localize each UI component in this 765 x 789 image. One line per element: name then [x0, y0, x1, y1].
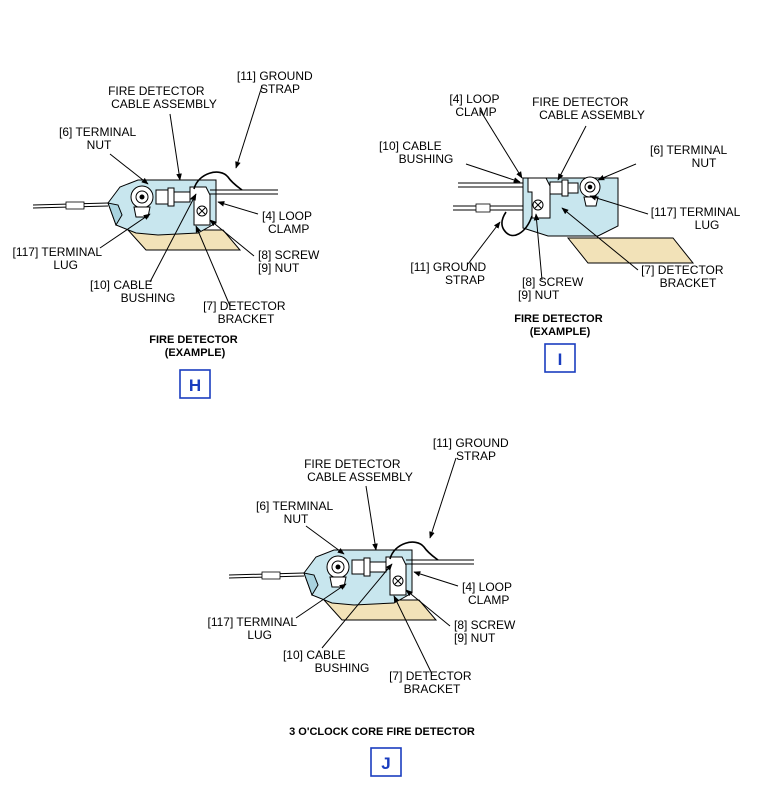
- label-loop-clamp-j-l1: [4] LOOP: [462, 580, 512, 594]
- label-detector-bracket-j: [7] DETECTOR BRACKET: [389, 669, 475, 696]
- label-loop-clamp-h-l1: [4] LOOP: [262, 209, 312, 223]
- label-cable-assembly-j-l1: FIRE DETECTOR: [304, 457, 401, 471]
- label-terminal-nut-j-l2: NUT: [284, 512, 309, 526]
- label-screw-nut-h-l1: [8] SCREW: [258, 248, 320, 262]
- label-cable-bushing-h-l2: BUSHING: [121, 291, 176, 305]
- view-i: [4] LOOP CLAMP FIRE DETECTOR CABLE ASSEM…: [379, 92, 744, 373]
- label-cable-assembly-i-l2: CABLE ASSEMBLY: [539, 108, 645, 122]
- label-screw-nut-h: [8] SCREW [9] NUT: [258, 248, 323, 275]
- label-terminal-lug-j: [117] TERMINAL LUG: [208, 615, 301, 642]
- label-terminal-lug-h: [117] TERMINAL LUG: [13, 245, 106, 272]
- detector-assembly-drawing-h: [32, 171, 279, 251]
- label-terminal-nut-j-l1: [6] TERMINAL: [256, 499, 333, 513]
- label-screw-nut-j: [8] SCREW [9] NUT: [454, 618, 519, 645]
- label-ground-strap-h-l1: [11] GROUND: [237, 69, 313, 83]
- label-screw-nut-h-l2: [9] NUT: [258, 261, 300, 275]
- label-ground-strap-j-l2: STRAP: [456, 449, 496, 463]
- label-cable-bushing-i-l2: BUSHING: [399, 152, 454, 166]
- label-screw-nut-i-l1: [8] SCREW: [522, 275, 584, 289]
- label-loop-clamp-i-l1: [4] LOOP: [449, 92, 499, 106]
- caption-i-l2: (EXAMPLE): [530, 326, 591, 338]
- label-cable-assembly-h-l1: FIRE DETECTOR: [108, 84, 205, 98]
- label-cable-assembly-i-l1: FIRE DETECTOR: [532, 95, 629, 109]
- label-detector-bracket-i: [7] DETECTOR BRACKET: [641, 263, 727, 290]
- label-cable-bushing-j: [10] CABLE BUSHING: [283, 648, 369, 675]
- label-detector-bracket-j-l1: [7] DETECTOR: [389, 669, 472, 683]
- label-terminal-lug-j-l1: [117] TERMINAL: [208, 615, 298, 629]
- view-badge-h: H: [179, 369, 211, 399]
- label-loop-clamp-i: [4] LOOP CLAMP: [449, 92, 502, 119]
- label-cable-bushing-j-l1: [10] CABLE: [283, 648, 346, 662]
- label-terminal-nut-h-l1: [6] TERMINAL: [59, 125, 136, 139]
- label-terminal-nut-i: [6] TERMINAL NUT: [650, 143, 730, 170]
- label-ground-strap-i-l2: STRAP: [445, 273, 485, 287]
- label-ground-strap-j: [11] GROUND STRAP: [433, 436, 512, 463]
- label-cable-bushing-h: [10] CABLE BUSHING: [90, 278, 175, 305]
- view-badge-j: J: [370, 747, 402, 777]
- label-terminal-nut-i-l1: [6] TERMINAL: [650, 143, 727, 157]
- label-ground-strap-i: [11] GROUND STRAP: [410, 260, 489, 287]
- view-badge-i-letter: I: [558, 350, 563, 369]
- label-screw-nut-j-l2: [9] NUT: [454, 631, 496, 645]
- label-terminal-nut-i-l2: NUT: [692, 156, 717, 170]
- label-cable-assembly-h-l2: CABLE ASSEMBLY: [111, 97, 217, 111]
- label-loop-clamp-j: [4] LOOP CLAMP: [462, 580, 515, 607]
- label-cable-assembly-j-l2: CABLE ASSEMBLY: [307, 470, 413, 484]
- detector-assembly-drawing-j: [228, 541, 475, 621]
- label-terminal-lug-j-l2: LUG: [247, 628, 272, 642]
- label-ground-strap-h-l2: STRAP: [260, 82, 300, 96]
- label-terminal-nut-j: [6] TERMINAL NUT: [256, 499, 336, 526]
- label-terminal-lug-i-l1: [117] TERMINAL: [651, 205, 741, 219]
- label-terminal-lug-h-l2: LUG: [53, 258, 78, 272]
- label-terminal-lug-i: [117] TERMINAL LUG: [651, 205, 744, 232]
- detector-assembly-drawing-i: [452, 176, 694, 264]
- view-badge-h-letter: H: [189, 376, 201, 395]
- label-detector-bracket-h-l2: BRACKET: [218, 312, 275, 326]
- caption-i-l1: FIRE DETECTOR: [514, 313, 602, 325]
- label-cable-bushing-j-l2: BUSHING: [315, 661, 370, 675]
- label-ground-strap-h: [11] GROUND STRAP: [237, 69, 316, 96]
- label-detector-bracket-j-l2: BRACKET: [404, 682, 461, 696]
- label-cable-assembly-j: FIRE DETECTOR CABLE ASSEMBLY: [304, 457, 413, 484]
- label-loop-clamp-h-l2: CLAMP: [268, 222, 309, 236]
- label-detector-bracket-i-l2: BRACKET: [660, 276, 717, 290]
- label-terminal-lug-i-l2: LUG: [695, 218, 720, 232]
- view-badge-j-letter: J: [381, 754, 390, 773]
- view-h: [11] GROUND STRAP FIRE DETECTOR CABLE AS…: [13, 69, 323, 399]
- label-detector-bracket-h: [7] DETECTOR BRACKET: [203, 299, 289, 326]
- label-cable-assembly-i: FIRE DETECTOR CABLE ASSEMBLY: [532, 95, 645, 122]
- label-screw-nut-j-l1: [8] SCREW: [454, 618, 516, 632]
- label-ground-strap-j-l1: [11] GROUND: [433, 436, 509, 450]
- caption-h-l1: FIRE DETECTOR: [149, 334, 237, 346]
- label-terminal-nut-h-l2: NUT: [87, 138, 112, 152]
- label-loop-clamp-i-l2: CLAMP: [455, 105, 496, 119]
- caption-h: FIRE DETECTOR (EXAMPLE): [149, 334, 240, 359]
- label-loop-clamp-h: [4] LOOP CLAMP: [262, 209, 315, 236]
- label-cable-bushing-i: [10] CABLE BUSHING: [379, 139, 453, 166]
- caption-i: FIRE DETECTOR (EXAMPLE): [514, 313, 605, 338]
- label-cable-bushing-h-l1: [10] CABLE: [90, 278, 153, 292]
- caption-h-l2: (EXAMPLE): [165, 347, 226, 359]
- caption-j: 3 O'CLOCK CORE FIRE DETECTOR: [289, 726, 475, 738]
- label-cable-bushing-i-l1: [10] CABLE: [379, 139, 442, 153]
- label-terminal-nut-h: [6] TERMINAL NUT: [59, 125, 139, 152]
- view-j: [11] GROUND STRAP FIRE DETECTOR CABLE AS…: [208, 436, 519, 777]
- label-screw-nut-i-l2: [9] NUT: [518, 288, 560, 302]
- label-detector-bracket-h-l1: [7] DETECTOR: [203, 299, 286, 313]
- view-badge-i: I: [544, 343, 576, 373]
- label-screw-nut-i: [8] SCREW [9] NUT: [518, 275, 587, 302]
- label-loop-clamp-j-l2: CLAMP: [468, 593, 509, 607]
- label-cable-assembly-h: FIRE DETECTOR CABLE ASSEMBLY: [108, 84, 217, 111]
- label-terminal-lug-h-l1: [117] TERMINAL: [13, 245, 103, 259]
- label-detector-bracket-i-l1: [7] DETECTOR: [641, 263, 724, 277]
- label-ground-strap-i-l1: [11] GROUND: [410, 260, 486, 274]
